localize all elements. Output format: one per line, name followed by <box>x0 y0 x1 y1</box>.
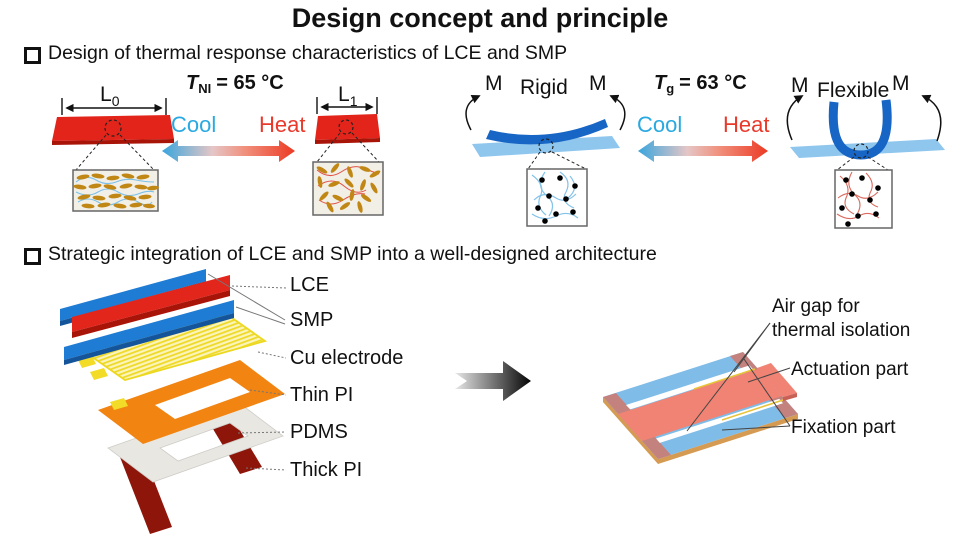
actuation-part-label: Actuation part <box>791 359 909 380</box>
air-gap-label-line1: Air gap for <box>772 296 860 317</box>
device-leader-lines <box>686 322 791 432</box>
lce-transition-temperature: TNI = 65 °C <box>186 72 284 96</box>
lce-molecular-inset-aligned <box>72 169 159 212</box>
smp-network-inset-flexible <box>834 169 893 229</box>
device-actuation-tab-edge <box>783 393 797 401</box>
moment-label: M <box>791 74 809 97</box>
stack-leader-lines <box>207 273 287 471</box>
device-actuation-tab <box>757 363 797 397</box>
thin-pi-layer <box>98 360 285 444</box>
rigid-label: Rigid <box>520 76 568 99</box>
smp-rigid-assembly <box>465 94 626 170</box>
layer-label-thick-pi: Thick PI <box>290 459 363 481</box>
temperature-symbol: T <box>654 72 667 94</box>
cool-heat-gradient-arrow-smp <box>638 140 768 162</box>
flexible-label: Flexible <box>817 79 890 102</box>
assembly-arrow <box>455 361 531 401</box>
layer-label-lce: LCE <box>290 274 329 296</box>
moment-arrow-flexible-left <box>786 95 804 141</box>
temperature-subscript: NI <box>198 81 212 96</box>
smp-transition-temperature: Tg = 63 °C <box>654 72 747 96</box>
temperature-value: = 63 °C <box>679 72 747 94</box>
device-cu-traces <box>693 368 784 421</box>
heat-label-lce: Heat <box>259 112 306 137</box>
lce-layer-bar <box>72 275 230 338</box>
length-label-l1: L1 <box>338 83 358 109</box>
mesogens-random <box>316 163 381 213</box>
layer-label-pdms: PDMS <box>290 421 348 443</box>
temperature-symbol: T <box>186 72 199 94</box>
crosslink-dots <box>839 175 881 227</box>
cool-label-smp: Cool <box>637 112 683 137</box>
moment-label: M <box>485 72 503 95</box>
bullet-square-icon <box>24 248 41 265</box>
lce-molecular-inset-random <box>312 161 384 216</box>
layer-label-cu-electrode: Cu electrode <box>290 347 404 369</box>
bullet-square-icon <box>24 47 41 64</box>
temperature-value: = 65 °C <box>216 72 284 94</box>
cool-label-lce: Cool <box>171 112 217 137</box>
fixation-part-label: Fixation part <box>791 417 896 438</box>
device-base-edge <box>603 397 798 464</box>
smp-network-inset-rigid <box>526 168 588 227</box>
device-air-gap-slot-top <box>626 365 754 410</box>
section-heading-1: Design of thermal response characteristi… <box>48 42 568 64</box>
moment-label: M <box>892 72 910 95</box>
cool-heat-gradient-arrow-lce <box>162 140 295 162</box>
section-heading-2: Strategic integration of LCE and SMP int… <box>48 243 657 265</box>
exploded-stack <box>60 269 287 534</box>
crosslink-dots <box>535 175 578 224</box>
air-gap-label-line2: thermal isolation <box>772 320 911 341</box>
smp-flexible-assembly <box>786 94 945 171</box>
device-actuation-strip <box>618 369 782 441</box>
length-label-l0: L0 <box>100 83 120 109</box>
moment-arrow-rigid-left <box>465 95 481 131</box>
smp-panel-graphics <box>465 94 945 229</box>
l0-dimension-arrow <box>61 98 167 115</box>
moment-arrow-rigid-right <box>609 94 626 131</box>
mesogens-aligned <box>73 173 159 209</box>
temperature-subscript: g <box>666 81 675 96</box>
lce-panel-graphics <box>52 97 384 216</box>
layer-label-thin-pi: Thin PI <box>290 384 354 406</box>
lce-bar-long <box>52 115 174 171</box>
heat-label-smp: Heat <box>723 112 770 137</box>
smp-layer-bar <box>64 300 234 365</box>
lce-bar-short <box>315 114 380 163</box>
layer-label-smp: SMP <box>290 309 334 331</box>
assembled-device <box>603 322 798 464</box>
page-title: Design concept and principle <box>291 3 669 33</box>
moment-arrow-flexible-right <box>921 94 942 142</box>
moment-label: M <box>589 72 607 95</box>
l1-dimension-arrow <box>316 97 378 114</box>
